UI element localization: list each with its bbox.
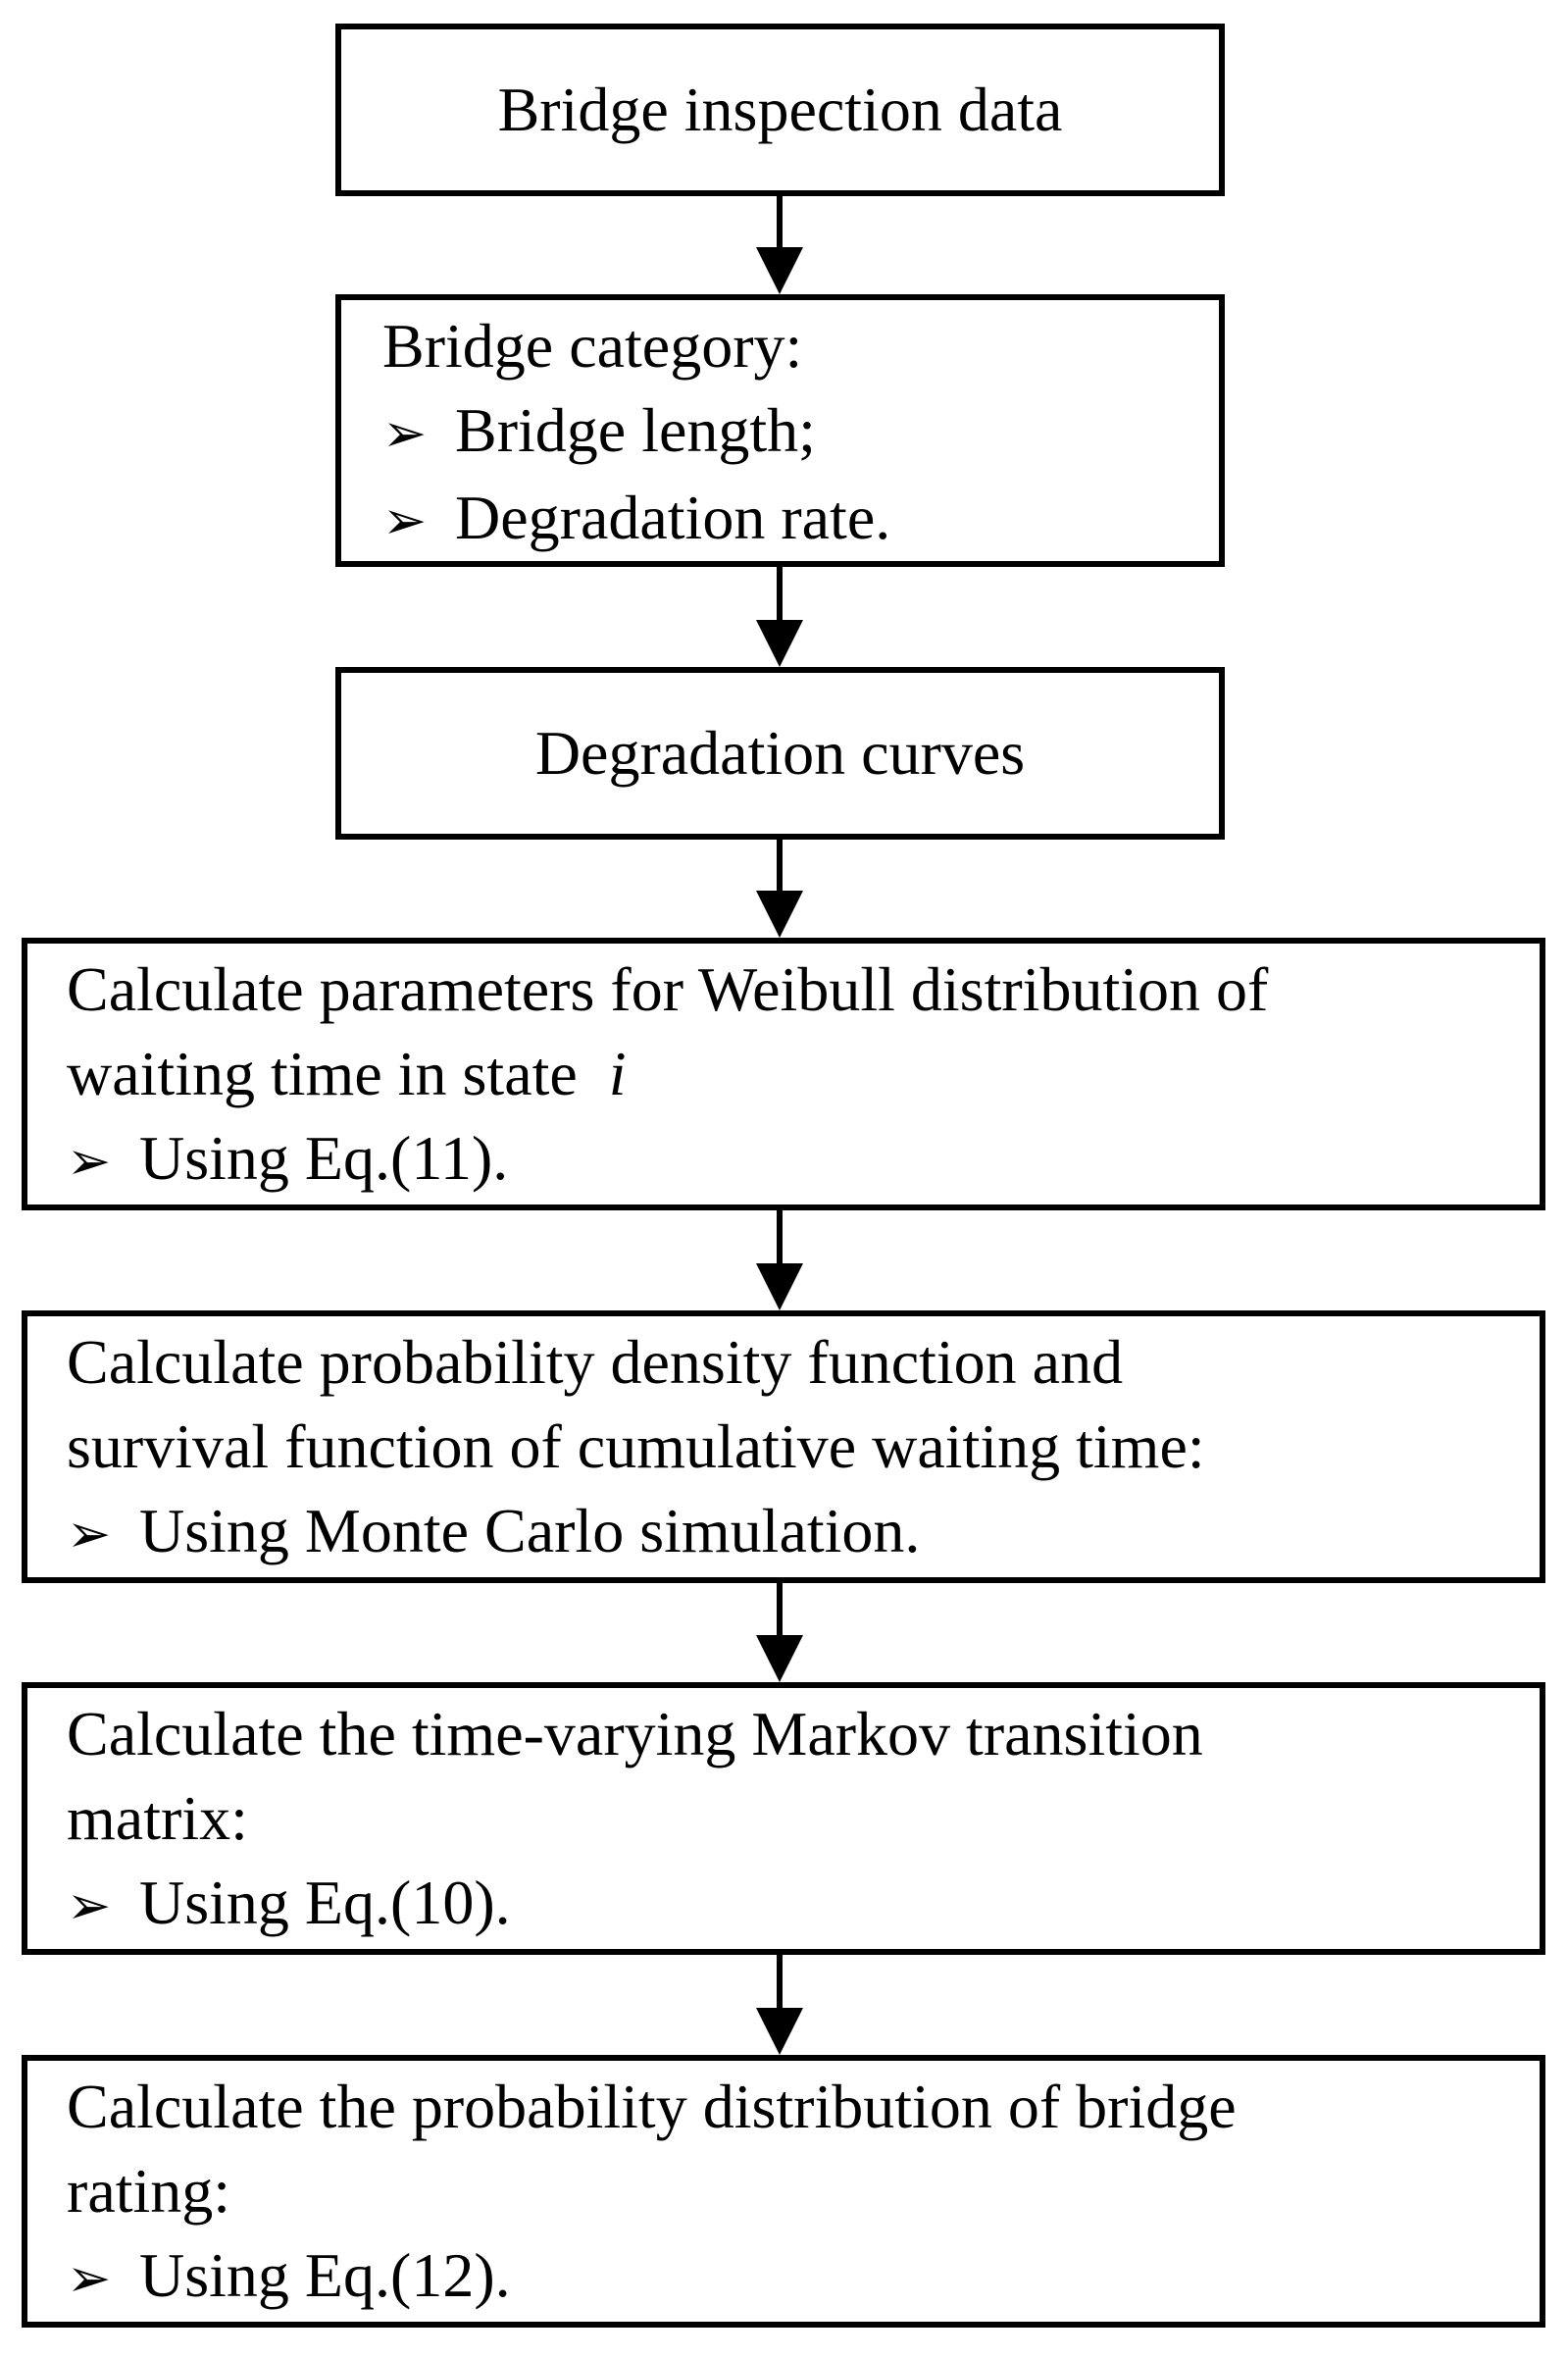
step-box-degradation-curves: Degradation curves <box>335 667 1225 840</box>
step-content: Calculate parameters for Weibull distrib… <box>67 948 1520 1204</box>
step-text-line: Calculate the probability distribution o… <box>67 2072 1237 2141</box>
list-item: ➢ Using Monte Carlo simulation. <box>67 1489 1520 1576</box>
step-box-rating-distribution: Calculate the probability distribution o… <box>22 2055 1545 2328</box>
list-item-text: Using Eq.(10). <box>139 1868 511 1937</box>
step-box-density-survival: Calculate probability density function a… <box>22 1310 1545 1583</box>
step-text-line: waiting time in state i <box>67 1032 1520 1116</box>
list-item-text: Degradation rate. <box>455 483 891 552</box>
arrow-bullet-icon: ➢ <box>382 491 428 550</box>
arrow-bullet-icon: ➢ <box>67 1505 112 1563</box>
list-item: ➢ Using Eq.(11). <box>67 1116 1520 1204</box>
step-text-line: rating: <box>67 2156 231 2226</box>
list-item: ➢ Using Eq.(12). <box>67 2233 1520 2321</box>
step-text-line: Calculate parameters for Weibull distrib… <box>67 954 1269 1024</box>
step-text-line: survival function of cumulative waiting … <box>67 1411 1205 1481</box>
step-title: Bridge inspection data <box>497 75 1063 144</box>
list-item-text: Using Eq.(12). <box>139 2240 511 2310</box>
arrow-bullet-icon: ➢ <box>67 2249 112 2308</box>
step-text-line: matrix: <box>67 1783 248 1853</box>
step-text-line: Calculate the time-varying Markov transi… <box>67 1699 1203 1768</box>
step-title: Bridge category: <box>382 311 803 381</box>
list-item-text: Using Monte Carlo simulation. <box>139 1496 921 1565</box>
step-content: Calculate the probability distribution o… <box>67 2065 1520 2321</box>
step-text-segment: waiting time in state <box>67 1039 578 1108</box>
arrow-bullet-icon: ➢ <box>67 1132 112 1191</box>
list-item: ➢ Using Eq.(10). <box>67 1861 1520 1948</box>
step-content: Bridge category: ➢ Bridge length; ➢ Degrad… <box>382 304 1199 563</box>
list-item: ➢ Degradation rate. <box>382 476 1199 563</box>
list-item-text: Using Eq.(11). <box>139 1123 509 1193</box>
list-item: ➢ Bridge length; <box>382 388 1199 476</box>
arrow-bullet-icon: ➢ <box>67 1876 112 1935</box>
step-content: Calculate the time-varying Markov transi… <box>67 1692 1520 1948</box>
step-box-bridge-category: Bridge category: ➢ Bridge length; ➢ Degrad… <box>335 294 1225 567</box>
step-content: Calculate probability density function a… <box>67 1320 1520 1576</box>
state-variable: i <box>608 1039 627 1108</box>
step-box-markov-matrix: Calculate the time-varying Markov transi… <box>22 1682 1545 1955</box>
step-title: Degradation curves <box>534 718 1026 788</box>
step-box-weibull-parameters: Calculate parameters for Weibull distrib… <box>22 938 1545 1210</box>
step-text-line: Calculate probability density function a… <box>67 1327 1124 1397</box>
list-item-text: Bridge length; <box>455 395 816 465</box>
step-box-inspection-data: Bridge inspection data <box>335 24 1225 196</box>
arrow-bullet-icon: ➢ <box>382 404 428 463</box>
